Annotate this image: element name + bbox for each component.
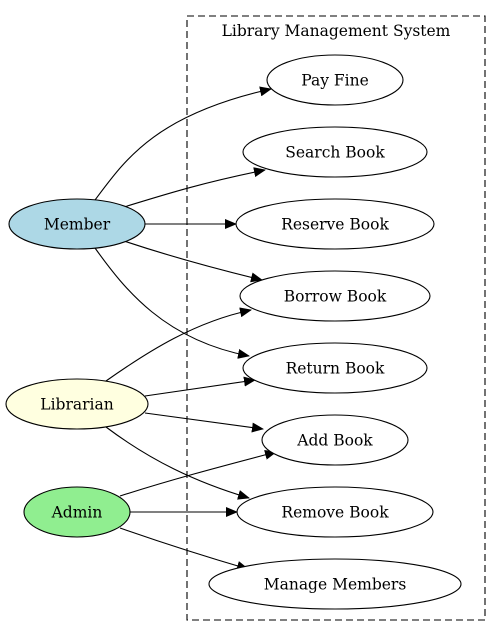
actor-librarian-shape: [5, 378, 149, 430]
use-case-pay-fine: Pay Fine: [266, 54, 404, 106]
use-case-manage-members-shape: [208, 558, 462, 610]
use-case-return-book-shape: [242, 342, 428, 394]
system-boundary-box: [186, 15, 486, 621]
edge-admin-to-manage-members: [119, 527, 249, 571]
use-case-pay-fine-shape: [266, 54, 404, 106]
actor-member-shape: [8, 198, 146, 250]
actor-admin-label: Admin: [51, 504, 103, 522]
edge-librarian-to-borrow-book: [105, 307, 252, 382]
use-case-return-book: Return Book: [242, 342, 428, 394]
use-case-reserve-book-label: Reserve Book: [281, 216, 389, 234]
edge-member-to-return-book: [94, 247, 250, 359]
system-boundary: Library Management System: [186, 15, 486, 621]
associations: [94, 86, 277, 571]
use-case-pay-fine-label: Pay Fine: [301, 72, 369, 90]
edge-librarian-to-add-book: [144, 412, 264, 433]
use-case-add-book: Add Book: [261, 414, 409, 466]
edge-member-to-borrow-book: [123, 240, 263, 283]
actor-member-label: Member: [44, 216, 111, 234]
use-case-remove-book-shape: [236, 486, 434, 538]
actor-admin-shape: [23, 486, 131, 538]
edge-member-to-search-book: [123, 167, 266, 208]
use-case-manage-members: Manage Members: [208, 558, 462, 610]
use-case-reserve-book: Reserve Book: [235, 198, 435, 250]
edge-admin-to-add-book: [119, 449, 277, 497]
use-case-search-book-shape: [242, 126, 428, 178]
actor-librarian: Librarian: [5, 378, 149, 430]
actor-member: Member: [8, 198, 146, 250]
edge-librarian-to-remove-book: [105, 426, 250, 500]
use-case-search-book-label: Search Book: [285, 144, 385, 162]
edge-librarian-to-return-book: [144, 376, 256, 397]
use-case-add-book-shape: [261, 414, 409, 466]
use-case-borrow-book-label: Borrow Book: [284, 288, 387, 306]
use-case-reserve-book-shape: [235, 198, 435, 250]
use-case-remove-book: Remove Book: [236, 486, 434, 538]
use-case-manage-members-label: Manage Members: [264, 576, 407, 594]
use-case-search-book: Search Book: [242, 126, 428, 178]
use-case-return-book-label: Return Book: [286, 360, 385, 378]
actor-librarian-label: Librarian: [40, 396, 113, 414]
edge-member-to-pay-fine: [94, 86, 272, 201]
actor-admin: Admin: [23, 486, 131, 538]
use-case-add-book-label: Add Book: [296, 432, 373, 450]
use-case-remove-book-label: Remove Book: [281, 504, 389, 522]
use-case-borrow-book: Borrow Book: [239, 270, 431, 322]
system-title: Library Management System: [222, 22, 451, 40]
use-case-borrow-book-shape: [239, 270, 431, 322]
